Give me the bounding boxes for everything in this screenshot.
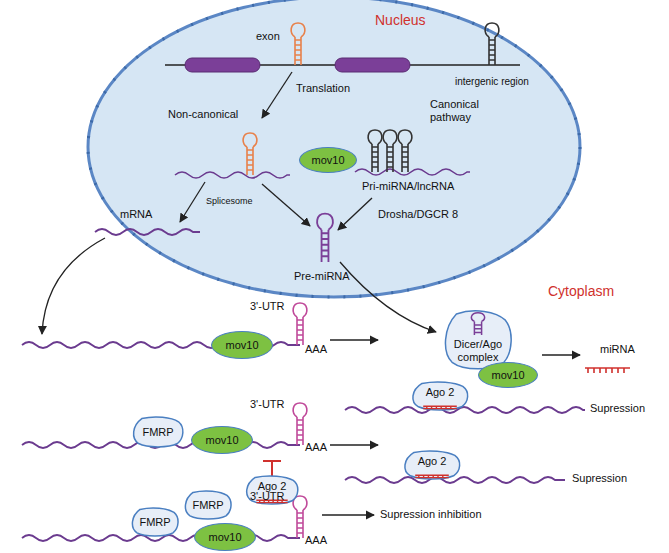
region-label: intergenic region bbox=[455, 76, 529, 88]
arrow bbox=[180, 182, 205, 222]
mrna-wave bbox=[345, 407, 585, 413]
polya-label: AAA bbox=[305, 534, 327, 547]
transcript-wave bbox=[175, 172, 290, 178]
compartment-label: Nucleus bbox=[375, 12, 426, 28]
enzyme-label: Drosha/DGCR 8 bbox=[378, 208, 458, 221]
mov10-protein: mov10 bbox=[194, 523, 256, 551]
ago2-protein: Ago 2 bbox=[410, 381, 470, 411]
utr-label: 3'-UTR bbox=[250, 490, 285, 503]
arrow bbox=[542, 354, 580, 355]
utr-hairpin bbox=[293, 496, 307, 538]
protein-label: FMRP bbox=[142, 426, 173, 439]
protein-label: FMRP bbox=[139, 516, 170, 529]
mov10-protein: mov10 bbox=[299, 147, 357, 173]
fmrp-protein: FMRP bbox=[131, 416, 185, 448]
protein-label: mov10 bbox=[225, 339, 258, 352]
arrow bbox=[338, 198, 372, 230]
protein-label: mov10 bbox=[491, 369, 524, 382]
mrna-wave bbox=[95, 229, 200, 235]
rna-label: mRNA bbox=[120, 208, 152, 221]
arrow bbox=[322, 514, 374, 515]
polya-label: AAA bbox=[305, 343, 327, 356]
hairpin bbox=[243, 133, 257, 175]
dicer-ago-complex: Dicer/Ago complexmov10 bbox=[442, 309, 514, 371]
protein-label: Ago 2 bbox=[418, 455, 447, 468]
protein-label: mov10 bbox=[205, 434, 238, 447]
protein-label: mov10 bbox=[208, 531, 241, 544]
mov10-protein: mov10 bbox=[478, 362, 538, 388]
polya-label: AAA bbox=[305, 441, 327, 454]
utr-hairpin bbox=[293, 403, 307, 445]
ago2-protein: Ago 2 bbox=[402, 450, 462, 480]
enzyme-label: Splicesome bbox=[206, 196, 253, 206]
utr-label: 3'-UTR bbox=[250, 398, 285, 411]
nuclear-pores bbox=[88, 0, 580, 297]
fmrp-protein: FMRP bbox=[130, 507, 180, 537]
pathway-label: Canonical pathway bbox=[430, 98, 492, 123]
nucleus-region: Nucleus mov10 bbox=[88, 0, 580, 297]
mov10-protein: mov10 bbox=[191, 426, 253, 454]
intergenic-hairpin bbox=[485, 23, 499, 65]
exon-block bbox=[185, 58, 260, 72]
utr-hairpin bbox=[293, 303, 307, 345]
compartment-label: Cytoplasm bbox=[548, 283, 614, 299]
hairpin bbox=[383, 130, 397, 172]
arrow bbox=[330, 444, 378, 445]
intronic-hairpin bbox=[291, 23, 305, 65]
hairpin bbox=[368, 130, 382, 172]
inhibition-bar bbox=[263, 461, 281, 476]
arrow bbox=[262, 72, 292, 118]
arrow bbox=[42, 238, 105, 334]
rna-label: Pri-miRNA/lncRNA bbox=[362, 180, 454, 193]
hairpin bbox=[398, 130, 412, 172]
pathway-label: Non-canonical bbox=[168, 108, 238, 121]
mature-mirna bbox=[585, 368, 630, 373]
step-label: Translation bbox=[296, 82, 350, 95]
protein-label: mov10 bbox=[311, 154, 344, 167]
exon-label: exon bbox=[256, 30, 280, 43]
outcome-label: Supression inhibition bbox=[380, 508, 482, 521]
exon-block bbox=[335, 58, 410, 72]
arrow bbox=[262, 184, 310, 226]
protein-label: FMRP bbox=[192, 499, 223, 512]
rna-label: Pre-miRNA bbox=[294, 270, 350, 283]
nucleus-membrane bbox=[88, 0, 580, 297]
protein-label: Dicer/Ago complex bbox=[449, 338, 507, 363]
mrna-wave bbox=[345, 477, 565, 483]
outcome-label: Supression bbox=[590, 402, 645, 415]
pre-mirna-hairpin bbox=[317, 214, 333, 262]
arrow bbox=[330, 339, 378, 340]
rna-label: miRNA bbox=[600, 343, 635, 356]
utr-label: 3'-UTR bbox=[250, 300, 285, 313]
mov10-protein: mov10 bbox=[211, 331, 273, 359]
arrow bbox=[340, 262, 436, 332]
fmrp-protein: FMRP bbox=[183, 490, 233, 520]
protein-label: Ago 2 bbox=[426, 386, 455, 399]
outcome-label: Supression bbox=[572, 472, 627, 485]
